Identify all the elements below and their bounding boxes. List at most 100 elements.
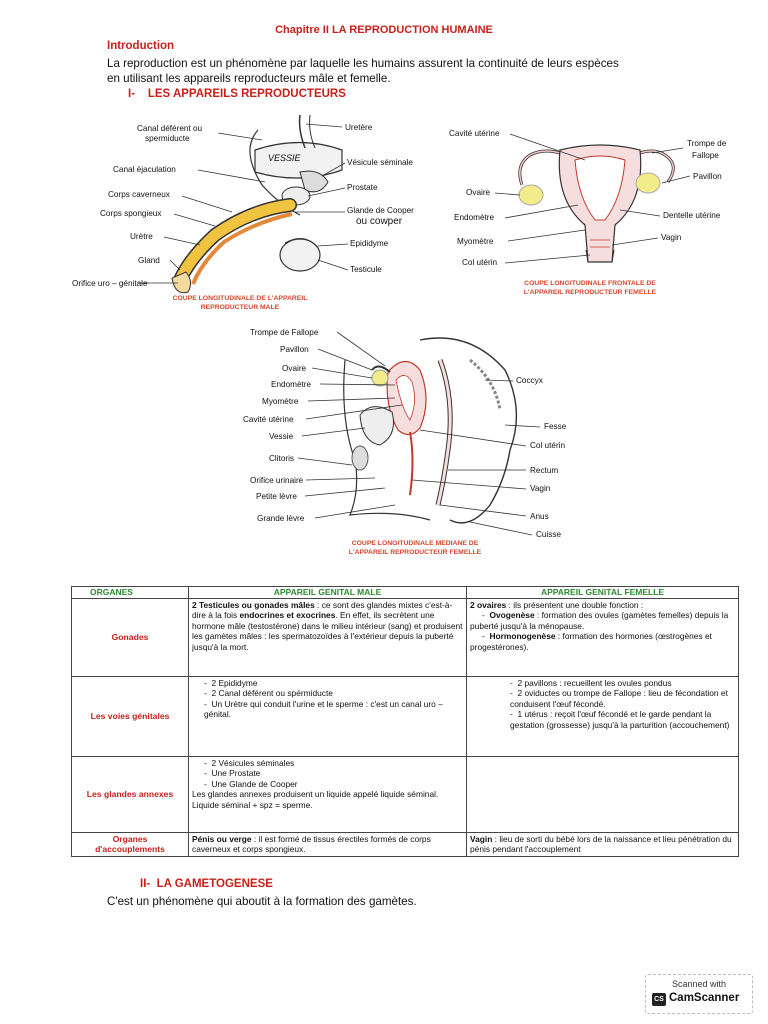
table-row-annexes: Les glandes annexes - 2 Vésicules sémina…: [71, 755, 739, 833]
table-row-gonades: Gonades 2 Testicules ou gonades mâles : …: [71, 597, 739, 677]
organs-table: ORGANES APPAREIL GENITAL MALE APPAREIL G…: [71, 586, 739, 857]
intro-heading: Introduction: [107, 40, 175, 52]
text: 2 Testicules ou gonades mâles: [192, 599, 315, 610]
median-label-endometre: Endomètre: [271, 380, 312, 389]
section-2-number: II-: [140, 878, 151, 890]
list-item: - 2 oviductes ou trompe de Fallope : lie…: [510, 688, 728, 709]
label-corps-caverneux: Corps caverneux: [108, 190, 170, 199]
cell-male-annexes: - 2 Vésicules séminales - Une Prostate -…: [188, 755, 467, 833]
label-canal-deferent-2: spermiducte: [145, 134, 190, 143]
label-cooper-1: Glande de Cooper: [347, 206, 414, 215]
label-canal-ejaculation: Canal éjaculation: [113, 165, 176, 174]
list-item: - 2 Canal déférent ou spérmiducte: [204, 688, 333, 699]
text: Un Urètre qui conduit l'urine et le sper…: [204, 698, 443, 720]
page-title: Chapitre II LA REPRODUCTION HUMAINE: [275, 24, 493, 36]
median-label-rectum: Rectum: [530, 466, 559, 475]
text: Ovogenèse: [489, 610, 535, 621]
watermark-top-text: Scanned with: [671, 979, 727, 989]
header-femelle: APPAREIL GENITAL FEMELLE: [466, 586, 739, 599]
text: : ce sont des glandes mixtes c'est-à-dir…: [192, 599, 453, 621]
text: Les glandes annexes produisent un liquid…: [192, 789, 439, 800]
median-label-anus: Anus: [530, 512, 549, 521]
row-name-accouplement: Organes d'accouplements: [71, 831, 189, 857]
section-2-title: LA GAMETOGENESE: [156, 878, 273, 890]
cell-female-gonades: 2 ovaires : ils présentent une double fo…: [466, 597, 739, 677]
list-item: - 2 Epididyme: [204, 677, 258, 688]
median-label-fesse: Fesse: [544, 422, 567, 431]
cell-male-voies: - 2 Epididyme - 2 Canal déférent ou spér…: [188, 675, 467, 757]
cell-female-accouplement: Vagin : lieu de sorti du bébé lors de la…: [466, 831, 739, 857]
label-myometre: Myomètre: [457, 237, 494, 246]
male-caption-1: COUPE LONGITUDINALE DE L'APPAREIL: [172, 295, 308, 302]
label-uretre: Urètre: [130, 232, 153, 241]
median-label-petite: Petite lèvre: [256, 492, 297, 501]
text: : ils présentent une double fonction :: [506, 599, 644, 610]
table-row-voies: Les voies génitales - 2 Epididyme - 2 Ca…: [71, 675, 739, 757]
label-testicule: Testicule: [350, 265, 382, 274]
section-1-heading: I- LES APPAREILS REPRODUCTEURS: [128, 88, 346, 100]
label-cooper-2: ou cowper: [356, 216, 403, 227]
text: endocrines et exocrines: [239, 610, 336, 621]
row-name-gonades: Gonades: [71, 597, 189, 677]
list-item: - Une Glande de Cooper: [204, 778, 298, 789]
median-label-orifice: Orifice urinaire: [250, 476, 304, 485]
text: Organes: [112, 833, 148, 844]
median-label-ovaire: Ovaire: [282, 364, 307, 373]
text: Hormonogenèse: [489, 631, 556, 642]
female-median-caption-2: L'APPAREIL REPRODUCTEUR FEMELLE: [348, 549, 482, 556]
female-frontal-caption-2: L'APPAREIL REPRODUCTEUR FEMELLE: [523, 289, 657, 296]
list-item: - 2 pavillons : recueillent les ovules p…: [510, 677, 672, 688]
median-label-coccyx: Coccyx: [516, 376, 543, 385]
female-median-caption-1: COUPE LONGITUDINALE MEDIANE DE: [351, 540, 479, 547]
text: 2 Canal déférent ou spérmiducte: [211, 688, 333, 699]
label-canal-deferent-1: Canal déférent ou: [137, 124, 203, 133]
watermark-name: CamScanner: [669, 992, 740, 1004]
text: 2 pavillons : recueillent les ovules pon…: [517, 677, 672, 688]
label-vagin: Vagin: [661, 233, 682, 242]
list-item: - 1 utérus : reçoit l'œuf fécondé et le …: [510, 709, 730, 730]
header-organes: ORGANES: [71, 586, 189, 599]
median-label-trompe: Trompe de Fallope: [250, 328, 319, 337]
cell-male-accouplement: Pénis ou verge : il est formé de tissus …: [188, 831, 467, 857]
median-label-cuisse: Cuisse: [536, 530, 562, 539]
section-2-heading: II- LA GAMETOGENESE: [140, 878, 273, 890]
header-male: APPAREIL GENITAL MALE: [188, 586, 467, 599]
median-label-vessie: Vessie: [269, 432, 294, 441]
label-trompe-1: Trompe de: [687, 139, 727, 148]
label-gland: Gland: [138, 256, 160, 265]
male-caption-2: REPRODUCTEUR MALE: [200, 304, 280, 311]
row-name-annexes: Les glandes annexes: [71, 755, 189, 833]
table-header-row: ORGANES APPAREIL GENITAL MALE APPAREIL G…: [71, 586, 739, 599]
text: 2 oviductes ou trompe de Fallope : lieu …: [510, 688, 728, 709]
text: 1 utérus : reçoit l'œuf fécondé et le ga…: [510, 709, 730, 730]
median-label-grande: Grande lèvre: [257, 514, 305, 523]
cell-female-annexes: [466, 755, 739, 833]
table-row-accouplement: Organes d'accouplements Pénis ou verge :…: [71, 831, 739, 857]
section-1-number: I-: [128, 88, 136, 100]
list-item: - Une Prostate: [204, 768, 261, 779]
label-col-uterin: Col utérin: [462, 258, 498, 267]
intro-line-2: en utilisant les appareils reproducteurs…: [107, 72, 391, 85]
median-label-myometre: Myomètre: [262, 397, 299, 406]
label-cavite-uterine: Cavité utérine: [449, 129, 500, 138]
camscanner-logo-icon: CS: [652, 993, 666, 1006]
label-orifice: Orifice uro – génitale: [72, 279, 148, 288]
female-frontal-caption-1: COUPE LONGITUDINALE FRONTALE DE: [524, 280, 656, 287]
median-label-cavite: Cavité utérine: [243, 415, 294, 424]
text: Une Prostate: [211, 768, 261, 779]
text: d'accouplements: [95, 844, 165, 855]
section-1-title: LES APPAREILS REPRODUCTEURS: [147, 88, 346, 100]
label-endometre: Endomètre: [454, 213, 495, 222]
list-item: - Un Urètre qui conduit l'urine et le sp…: [204, 698, 443, 720]
label-ovaire: Ovaire: [466, 188, 491, 197]
label-vesicule: Vésicule séminale: [347, 158, 413, 167]
median-label-col: Col utérin: [530, 441, 566, 450]
label-epididyme: Epididyme: [350, 239, 389, 248]
label-ureter: Uretère: [345, 123, 373, 132]
label-pavillon: Pavillon: [693, 172, 722, 181]
text: Liquide séminal + spz = sperme.: [192, 799, 313, 810]
text: : il est formé de tissus érectiles formé…: [192, 833, 431, 855]
